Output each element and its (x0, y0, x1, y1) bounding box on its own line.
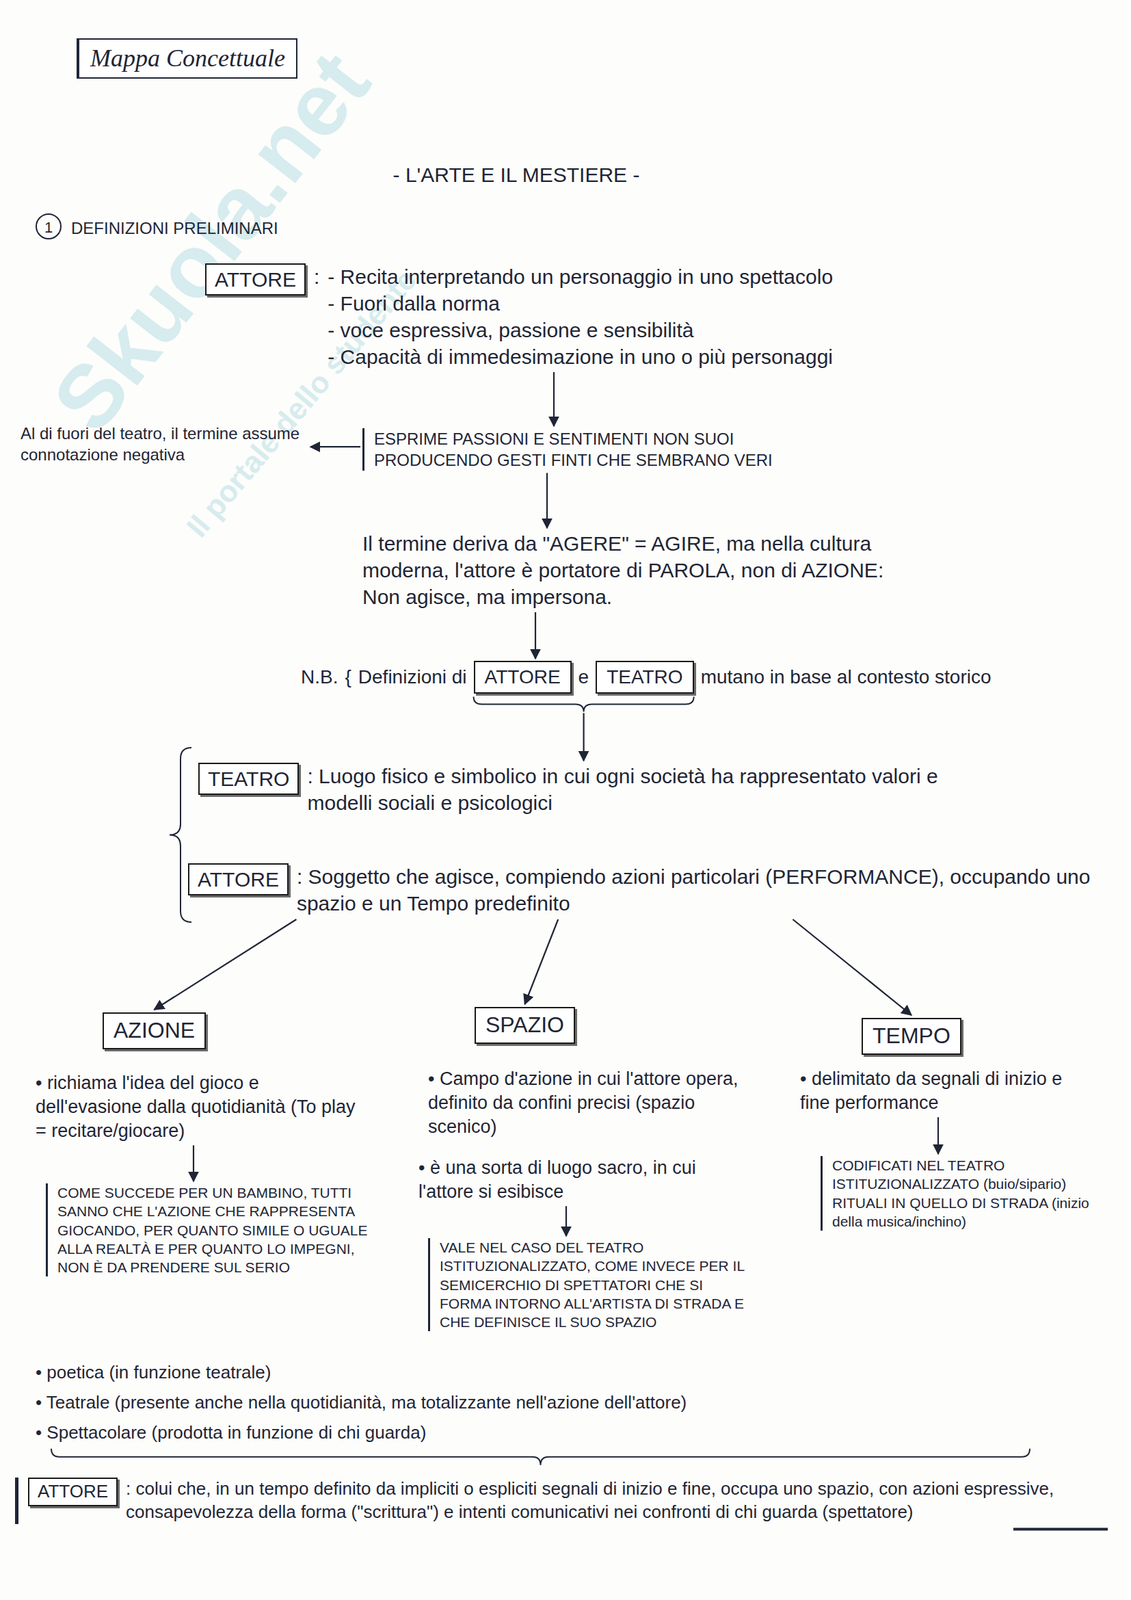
note-text: Definizioni di (358, 664, 468, 690)
concept-node: • Campo d'azione in cui l'attore opera, … (428, 1066, 757, 1139)
concept-node: ATTORE: colui che, in un tempo definito … (15, 1477, 1116, 1524)
definition-text: - Fuori dalla norma (327, 289, 917, 317)
box-text: TEATRO (606, 664, 683, 690)
arrow-connector (546, 472, 548, 528)
note-text: • è una sorta di luogo sacro, in cui l'a… (418, 1155, 747, 1204)
concept-node: TEATRO: Luogo fisico e simbolico in cui … (198, 762, 1006, 816)
term-box: ATTORE (28, 1477, 118, 1506)
map-title: Mappa Concettuale (76, 38, 298, 79)
arrow-connector (583, 712, 585, 761)
note-text: Al di fuori del teatro, il termine assum… (20, 422, 308, 465)
note-text: • delimitato da segnali di inizio e fine… (800, 1066, 1088, 1115)
concept-node: N.B.{ Definizioni di e mutano in base al co… (300, 660, 992, 694)
box-text: AZIONE (113, 1016, 195, 1045)
term-box: TEATRO (198, 762, 299, 795)
curly-brace (51, 1448, 1030, 1465)
note-text: mutano in base al contesto storico (700, 664, 992, 690)
term-box: ATTORE (188, 862, 289, 896)
box-text: SPAZIO (485, 1010, 565, 1040)
section-number: 1 (35, 213, 62, 240)
arrow-connector (565, 1205, 567, 1236)
concept-node: COME SUCCEDE PER UN BAMBINO, TUTTI SANNO… (45, 1182, 381, 1276)
arrow-connector (524, 919, 558, 1004)
note-label: • Spettacolare (prodotta in funzione di … (35, 1420, 427, 1445)
note-label: • poetica (in funzione teatrale) (35, 1360, 271, 1385)
separator: : (313, 263, 320, 290)
definition-body: - Recita interpretando un personaggio in… (327, 263, 917, 370)
box-text: TEMPO (872, 1021, 951, 1051)
term-box: ATTORE (205, 263, 306, 296)
note-label: • Teatrale (presente anche nella quotidi… (35, 1390, 687, 1415)
note-label: - L'ARTE E IL MESTIERE - (355, 161, 677, 189)
arrow-connector (534, 611, 537, 659)
concept-box: TEATRO (595, 660, 694, 694)
note-text: VALE NEL CASO DEL TEATRO ISTITUZIONALIZZ… (439, 1237, 750, 1331)
concept-node: • richiama l'idea del gioco e dell'evasi… (35, 1070, 357, 1143)
concept-box: TEMPO (861, 1017, 962, 1055)
curly-brace (169, 747, 192, 922)
note-text: ESPRIME PASSIONI E SENTIMENTI NON SUOI P… (374, 428, 842, 471)
arrow-connector (192, 1144, 195, 1181)
concept-node: CODIFICATI NEL TEATRO ISTITUZIONALIZZATO… (820, 1155, 1115, 1231)
definition-body: : colui che, in un tempo definito da imp… (125, 1477, 1116, 1524)
note-text: Il termine deriva da "AGERE" = AGIRE, ma… (362, 529, 910, 610)
definition-text: : colui che, in un tempo definito da imp… (125, 1477, 1116, 1524)
note-text: COME SUCCEDE PER UN BAMBINO, TUTTI SANNO… (57, 1182, 381, 1276)
definition-text: : Soggetto che agisce, compiendo azioni … (296, 862, 1091, 917)
concept-box: ATTORE (473, 660, 572, 694)
note-text: CODIFICATI NEL TEATRO ISTITUZIONALIZZATO… (832, 1155, 1115, 1231)
concept-box: SPAZIO (474, 1006, 576, 1044)
underline-stroke (1013, 1527, 1108, 1531)
concept-box: AZIONE (102, 1012, 206, 1049)
arrow-connector (937, 1116, 939, 1154)
concept-node: ATTORE: - Recita interpretando un persona… (205, 263, 917, 370)
note-text: • Campo d'azione in cui l'attore opera, … (428, 1066, 757, 1139)
concept-node: • è una sorta di luogo sacro, in cui l'a… (418, 1155, 747, 1204)
note-text: { (344, 664, 351, 690)
definition-text: - Recita interpretando un personaggio in… (327, 263, 917, 290)
concept-node: ATTORE: Soggetto che agisce, compiendo a… (188, 862, 1091, 917)
concept-node: Al di fuori del teatro, il termine assum… (20, 422, 308, 465)
concept-node: • delimitato da segnali di inizio e fine… (800, 1066, 1088, 1115)
curly-brace (473, 696, 695, 712)
note-label: DEFINIZIONI PRELIMINARI (71, 217, 279, 239)
arrow-connector (154, 919, 297, 1010)
note-text: N.B. (300, 664, 338, 690)
definition-text: - voce espressiva, passione e sensibilit… (327, 316, 917, 344)
arrow-connector (310, 445, 361, 448)
definition-text: : Luogo fisico e simbolico in cui ogni s… (307, 762, 1006, 816)
watermark: Skuola.net (27, 28, 396, 455)
box-text: ATTORE (484, 664, 561, 690)
definition-body: : Luogo fisico e simbolico in cui ogni s… (307, 762, 1006, 816)
concept-node: VALE NEL CASO DEL TEATRO ISTITUZIONALIZZ… (428, 1237, 750, 1331)
concept-node: ESPRIME PASSIONI E SENTIMENTI NON SUOI P… (362, 428, 842, 471)
arrow-connector (792, 919, 911, 1015)
definition-body: : Soggetto che agisce, compiendo azioni … (296, 862, 1091, 917)
note-text: • richiama l'idea del gioco e dell'evasi… (35, 1070, 357, 1143)
definition-text: - Capacità di immedesimazione in uno o p… (327, 343, 917, 370)
arrow-connector (553, 371, 555, 427)
note-text: e (578, 664, 590, 690)
concept-node: Il termine deriva da "AGERE" = AGIRE, ma… (362, 529, 910, 610)
